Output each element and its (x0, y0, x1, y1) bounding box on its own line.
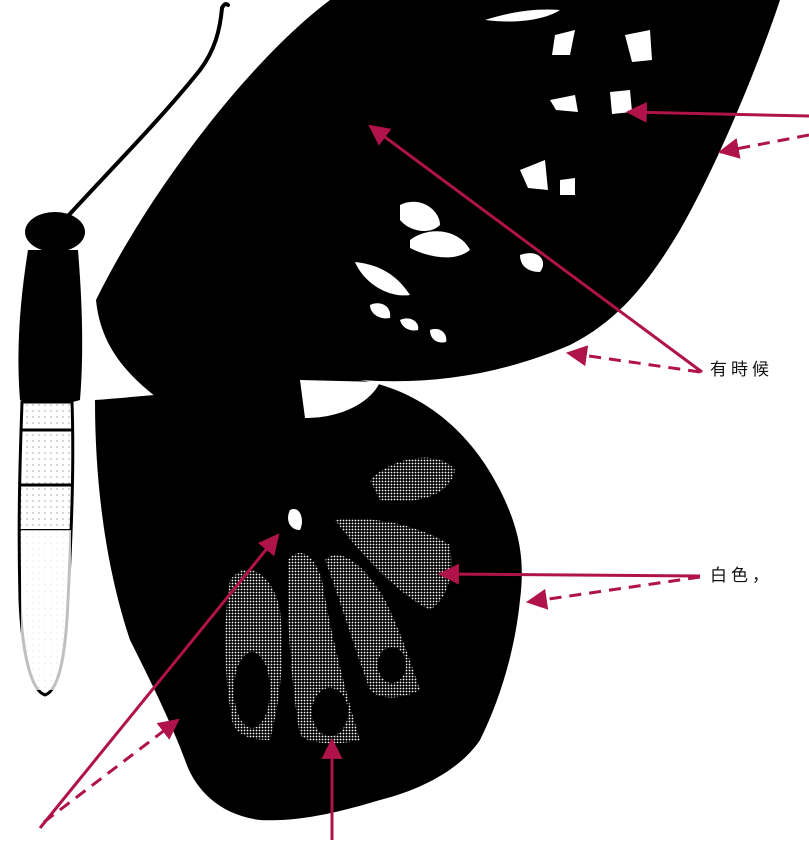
arrow-bottomleft-dashed (44, 720, 178, 822)
arrow-white-solid (440, 574, 700, 576)
butterfly-body (18, 212, 85, 695)
label-white: 白色， (710, 566, 773, 586)
arrow-white-dashed (528, 577, 700, 602)
label-sometimes: 有時候 (710, 360, 773, 380)
arrow-top-dashed (720, 135, 809, 152)
